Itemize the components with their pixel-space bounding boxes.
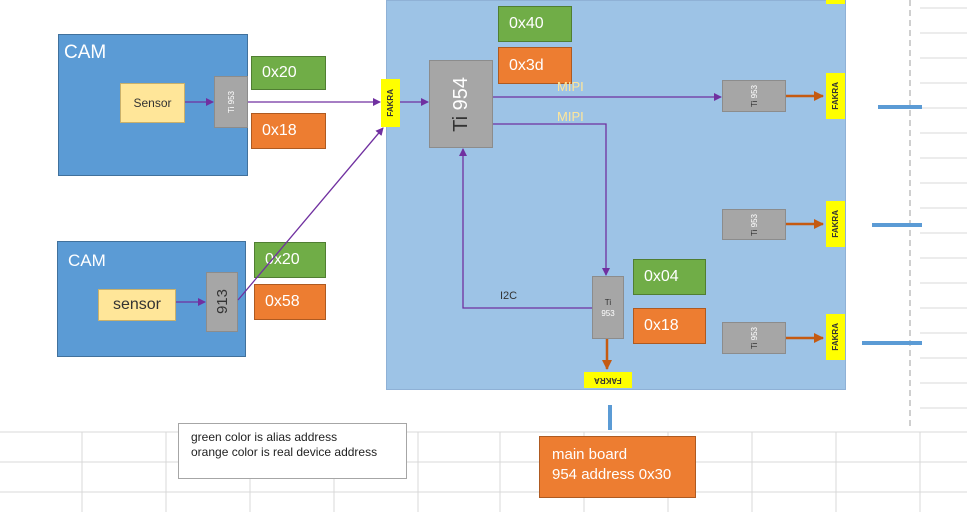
mipi-to-lower-chip-arrow <box>493 123 610 276</box>
fakra-bottom-connector: FAKRA <box>584 372 632 388</box>
camera-2-real-address: 0x58 <box>254 284 326 320</box>
legend-line-real: orange color is real device address <box>191 445 378 459</box>
output-serializer-chip-3: Ti 953 <box>722 322 786 354</box>
mipi-label-2: MIPI <box>557 109 584 124</box>
camera-2-sensor: sensor <box>98 289 176 321</box>
mipi-label-1: MIPI <box>557 79 584 94</box>
legend-line-alias: green color is alias address <box>191 430 338 444</box>
output-serializer-chip-1: Ti 953 <box>722 80 786 112</box>
fakra-output-connector-3: FAKRA <box>826 314 845 360</box>
board-serializer-alias-address: 0x04 <box>633 259 706 295</box>
camera-1-sensor: Sensor <box>120 83 185 123</box>
camera-1-title: CAM <box>64 42 107 63</box>
i2c-return-arrow <box>459 148 592 309</box>
fakra-input-connector: FAKRA <box>381 79 400 127</box>
output-serializer-chip-2: Ti 953 <box>722 209 786 240</box>
camera-2-title: CAM <box>68 251 106 270</box>
main-board-title: main board <box>552 446 628 463</box>
board-serializer-real-address: 0x18 <box>633 308 706 344</box>
cam2-to-fakra-arrow <box>237 127 384 301</box>
chip-vendor: Ti <box>604 297 612 307</box>
fakra-output-connector-1: FAKRA <box>826 73 845 119</box>
fakra-connector-top <box>826 0 845 4</box>
main-board-address: 954 address 0x30 <box>552 466 672 483</box>
legend-note: green color is alias address orange colo… <box>178 423 407 479</box>
camera-1-serializer-chip: Ti 953 <box>214 76 248 128</box>
i2c-label: I2C <box>500 290 518 302</box>
fakra-output-connector-2: FAKRA <box>826 201 845 247</box>
deserializer-954-chip: Ti 954 <box>429 60 493 148</box>
camera-1-alias-address: 0x20 <box>251 56 326 90</box>
camera-1-real-address: 0x18 <box>251 113 326 149</box>
camera-2-alias-address: 0x20 <box>254 242 326 278</box>
board-real-address: 0x3d <box>498 47 572 84</box>
chip-model: 953 <box>601 308 615 318</box>
board-alias-address: 0x40 <box>498 6 572 42</box>
main-board-box: main board 954 address 0x30 <box>539 436 696 498</box>
camera-2-serializer-chip: 913 <box>206 272 238 332</box>
